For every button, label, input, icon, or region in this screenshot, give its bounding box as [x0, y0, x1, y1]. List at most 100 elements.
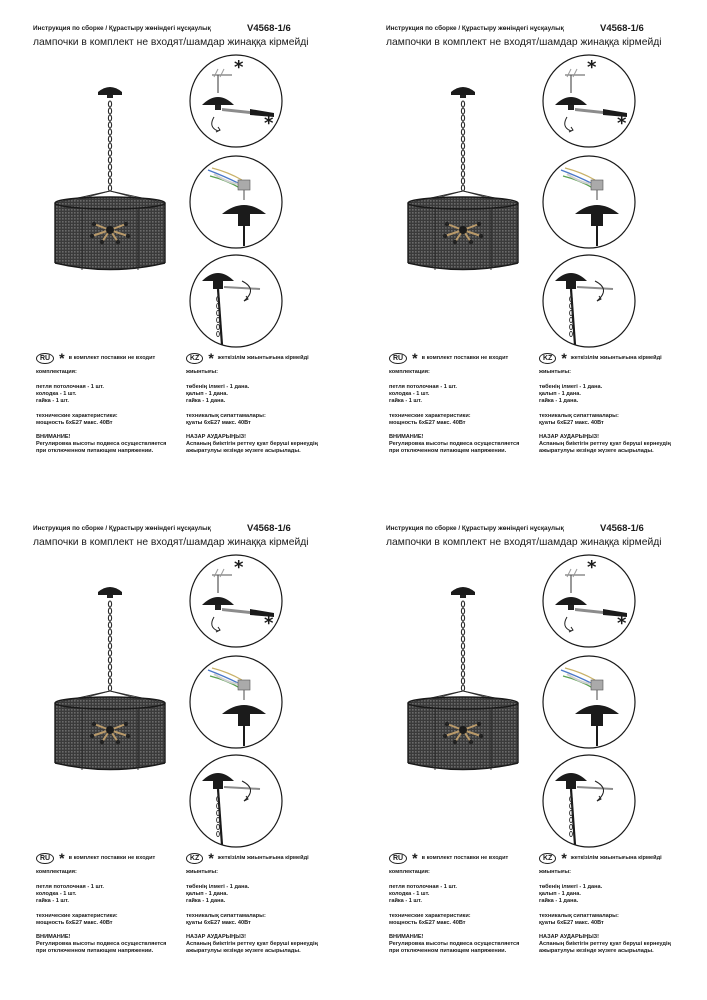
- bulbs-not-included-note: лампочки в комплект не входят/шамдар жин…: [33, 537, 309, 548]
- ru-specs: технические характеристики: мощность 6хЕ…: [36, 413, 118, 427]
- kz-kit-list: төбенің ілмегі - 1 дана. қалып - 1 дана.…: [186, 884, 249, 905]
- asterisk-icon: *: [59, 850, 65, 866]
- kz-not-included: жеткізілім жиынтығына кірмейді: [570, 355, 662, 361]
- instruction-panel: Инструкция по сборке / Құрастыру жөнінде…: [353, 500, 706, 1000]
- step-height-adjust-diagram: [542, 254, 636, 348]
- ru-warning-heading: ВНИМАНИЕ!: [389, 434, 424, 440]
- ru-kit-list: петля потолочная - 1 шт. колодка - 1 шт.…: [389, 384, 457, 405]
- ru-not-included: в комплект поставки не входит: [421, 355, 509, 361]
- ru-warning: ВНИМАНИЕ! Регулировка высоты подвеса осу…: [36, 434, 166, 455]
- ru-specs: технические характеристики: мощность 6хЕ…: [36, 913, 118, 927]
- kz-kit-heading: жиынтығы:: [186, 869, 219, 875]
- list-item: гайка - 1 дана.: [539, 897, 579, 904]
- list-item: төбенің ілмегі - 1 дана.: [186, 884, 250, 890]
- step-wiring-diagram: [542, 155, 636, 249]
- ru-kit-list: петля потолочная - 1 шт. колодка - 1 шт.…: [36, 884, 104, 905]
- asterisk-icon: *: [412, 850, 418, 866]
- ru-warning: ВНИМАНИЕ! Регулировка высоты подвеса осу…: [36, 934, 166, 955]
- step-wiring-diagram: [542, 655, 636, 749]
- ru-section-header: RU * в комплект поставки не входит: [389, 850, 509, 866]
- pendant-lamp-illustration: [407, 587, 519, 771]
- kz-warning-line: Аспаның биіктігін реттеу қуат беруші кер…: [539, 940, 671, 947]
- asterisk-mark: *: [234, 557, 244, 578]
- ru-section-header: RU * в комплект поставки не входит: [36, 850, 155, 866]
- ru-warning-line: при отключенном питающем напряжении.: [36, 447, 154, 454]
- kz-warning: НАЗАР АУДАРЫҢЫЗ! Аспаның биіктігін ретте…: [186, 434, 318, 455]
- kz-kit-list: төбенің ілмегі - 1 дана. қалып - 1 дана.…: [539, 884, 602, 905]
- ru-kit-heading: комплектация:: [36, 369, 77, 375]
- step-height-adjust-diagram: [189, 754, 283, 848]
- asterisk-mark: *: [234, 57, 244, 78]
- kz-badge: KZ: [186, 852, 204, 864]
- pendant-lamp-illustration: [54, 87, 166, 271]
- kz-kit-heading: жиынтығы:: [539, 369, 572, 375]
- ru-warning: ВНИМАНИЕ! Регулировка высоты подвеса осу…: [389, 934, 519, 955]
- list-item: қалып - 1 дана.: [539, 390, 581, 397]
- kz-specs: техникалық сипаттамалары: қуаты 6хЕ27 ма…: [186, 413, 266, 427]
- kz-specs-value: қуаты 6хЕ27 макс. 40Вт: [186, 919, 251, 926]
- kz-section-header: KZ * жеткізілім жиынтығына кірмейді: [186, 350, 309, 366]
- step-ceiling-hook-diagram: * *: [189, 554, 283, 648]
- kz-kit-heading: жиынтығы:: [186, 369, 219, 375]
- ru-section-header: RU * в комплект поставки не входит: [389, 350, 509, 366]
- ru-kit-list: петля потолочная - 1 шт. колодка - 1 шт.…: [36, 384, 104, 405]
- header-title: Инструкция по сборке / Құрастыру жөнінде…: [386, 25, 564, 32]
- ru-specs-value: мощность 6хЕ27 макс. 40Вт: [36, 419, 113, 426]
- ru-specs: технические характеристики: мощность 6хЕ…: [389, 413, 471, 427]
- asterisk-icon: *: [208, 350, 214, 366]
- kz-badge: KZ: [539, 352, 557, 364]
- list-item: қалып - 1 дана.: [186, 390, 228, 397]
- kz-warning-line: ажыратулуы кезінде жүзеге асырылады.: [186, 447, 301, 454]
- ru-badge: RU: [36, 352, 55, 364]
- kz-badge: KZ: [186, 352, 204, 364]
- header-title: Инструкция по сборке / Құрастыру жөнінде…: [386, 525, 564, 532]
- kz-specs-value: қуаты 6хЕ27 макс. 40Вт: [539, 919, 604, 926]
- ru-badge: RU: [389, 352, 408, 364]
- list-item: гайка - 1 шт.: [36, 897, 69, 904]
- ru-specs-heading: технические характеристики:: [389, 413, 471, 419]
- kz-specs-heading: техникалық сипаттамалары:: [186, 913, 266, 919]
- ru-specs: технические характеристики: мощность 6хЕ…: [389, 913, 471, 927]
- ru-not-included: в комплект поставки не входит: [421, 855, 509, 861]
- list-item: колодка - 1 шт.: [36, 890, 77, 897]
- kz-specs-value: қуаты 6хЕ27 макс. 40Вт: [539, 419, 604, 426]
- kz-badge: KZ: [539, 852, 557, 864]
- kz-not-included: жеткізілім жиынтығына кірмейді: [217, 855, 309, 861]
- model-code: V4568-1/6: [600, 23, 644, 34]
- asterisk-mark: *: [617, 113, 627, 134]
- kz-kit-heading: жиынтығы:: [539, 869, 572, 875]
- list-item: қалып - 1 дана.: [539, 890, 581, 897]
- ru-specs-value: мощность 6хЕ27 макс. 40Вт: [389, 419, 466, 426]
- ru-warning-line: Регулировка высоты подвеса осуществляетс…: [36, 440, 167, 447]
- kz-warning: НАЗАР АУДАРЫҢЫЗ! Аспаның биіктігін ретте…: [539, 934, 671, 955]
- ru-kit-heading: комплектация:: [389, 869, 430, 875]
- list-item: колодка - 1 шт.: [36, 390, 77, 397]
- ru-warning-heading: ВНИМАНИЕ!: [36, 434, 71, 440]
- list-item: гайка - 1 шт.: [389, 897, 422, 904]
- step-wiring-diagram: [189, 155, 283, 249]
- instruction-panel: Инструкция по сборке / Құрастыру жөнінде…: [0, 0, 353, 500]
- asterisk-mark: *: [264, 113, 274, 134]
- ru-section-header: RU * в комплект поставки не входит: [36, 350, 155, 366]
- instruction-panel: Инструкция по сборке / Құрастыру жөнінде…: [353, 0, 706, 500]
- step-ceiling-hook-diagram: * *: [189, 54, 283, 148]
- model-code: V4568-1/6: [247, 23, 291, 34]
- kz-specs: техникалық сипаттамалары: қуаты 6хЕ27 ма…: [539, 413, 619, 427]
- kz-warning: НАЗАР АУДАРЫҢЫЗ! Аспаның биіктігін ретте…: [186, 934, 318, 955]
- asterisk-icon: *: [412, 350, 418, 366]
- kz-kit-list: төбенің ілмегі - 1 дана. қалып - 1 дана.…: [539, 384, 602, 405]
- kz-warning-line: Аспаның биіктігін реттеу қуат беруші кер…: [186, 440, 318, 447]
- asterisk-icon: *: [59, 350, 65, 366]
- kz-specs-heading: техникалық сипаттамалары:: [539, 913, 619, 919]
- kz-warning: НАЗАР АУДАРЫҢЫЗ! Аспаның биіктігін ретте…: [539, 434, 671, 455]
- asterisk-icon: *: [561, 350, 567, 366]
- list-item: төбенің ілмегі - 1 дана.: [539, 884, 603, 890]
- kz-warning-line: ажыратулуы кезінде жүзеге асырылады.: [539, 947, 654, 954]
- bulbs-not-included-note: лампочки в комплект не входят/шамдар жин…: [386, 37, 662, 48]
- ru-kit-heading: комплектация:: [389, 369, 430, 375]
- model-code: V4568-1/6: [247, 523, 291, 534]
- pendant-lamp-illustration: [407, 87, 519, 271]
- list-item: гайка - 1 дана.: [539, 397, 579, 404]
- ru-warning-line: Регулировка высоты подвеса осуществляетс…: [389, 940, 520, 947]
